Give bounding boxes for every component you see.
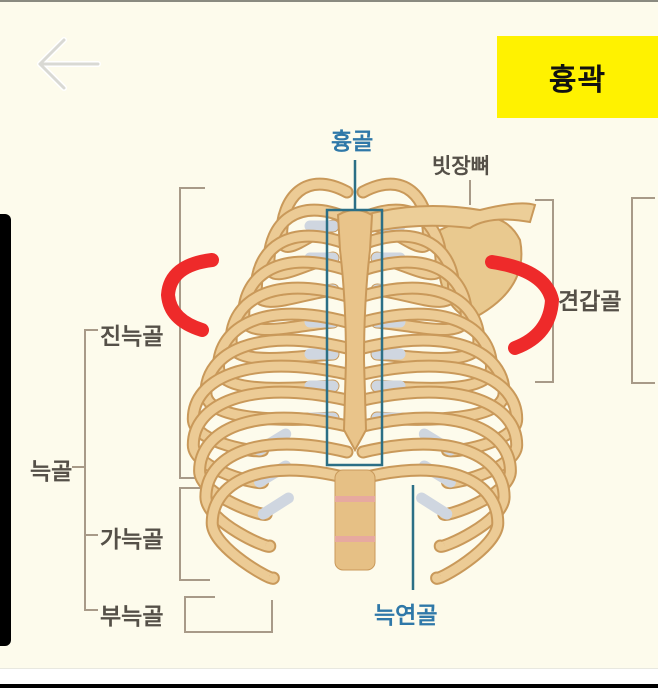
clavicle xyxy=(363,202,537,234)
title-badge: 흉곽 xyxy=(497,36,658,118)
back-button[interactable] xyxy=(34,34,104,94)
rib xyxy=(207,465,352,583)
pointer-lines xyxy=(325,160,415,590)
sternum xyxy=(336,209,374,453)
red-annotation-marks xyxy=(160,253,560,355)
bottom-edge xyxy=(0,684,658,688)
side-scrollbar[interactable] xyxy=(0,214,11,646)
label-false-ribs: 가늑골 xyxy=(100,527,164,553)
rib xyxy=(358,439,509,551)
arrow-left-icon xyxy=(37,37,101,91)
spine xyxy=(334,469,376,571)
page-title: 흉곽 xyxy=(548,63,607,98)
rib xyxy=(358,413,515,519)
rib xyxy=(358,465,503,583)
bracket-lines xyxy=(72,187,655,633)
bottom-bar xyxy=(0,668,658,685)
label-true-ribs: 진늑골 xyxy=(100,324,164,350)
rib xyxy=(201,439,352,551)
label-scapula: 견갑골 xyxy=(558,289,622,315)
costal-cartilage xyxy=(257,492,294,520)
label-costal-cartilage: 늑연골 xyxy=(374,603,438,629)
ribs-group xyxy=(186,177,524,585)
label-floating-ribs: 부늑골 xyxy=(100,604,164,630)
label-ribs: 늑골 xyxy=(30,459,73,485)
label-clavicle: 빗장뼈 xyxy=(432,154,490,178)
label-sternum: 흉골 xyxy=(331,129,374,155)
rib xyxy=(195,413,352,519)
top-border xyxy=(0,0,658,2)
costal-cartilage xyxy=(416,492,453,520)
